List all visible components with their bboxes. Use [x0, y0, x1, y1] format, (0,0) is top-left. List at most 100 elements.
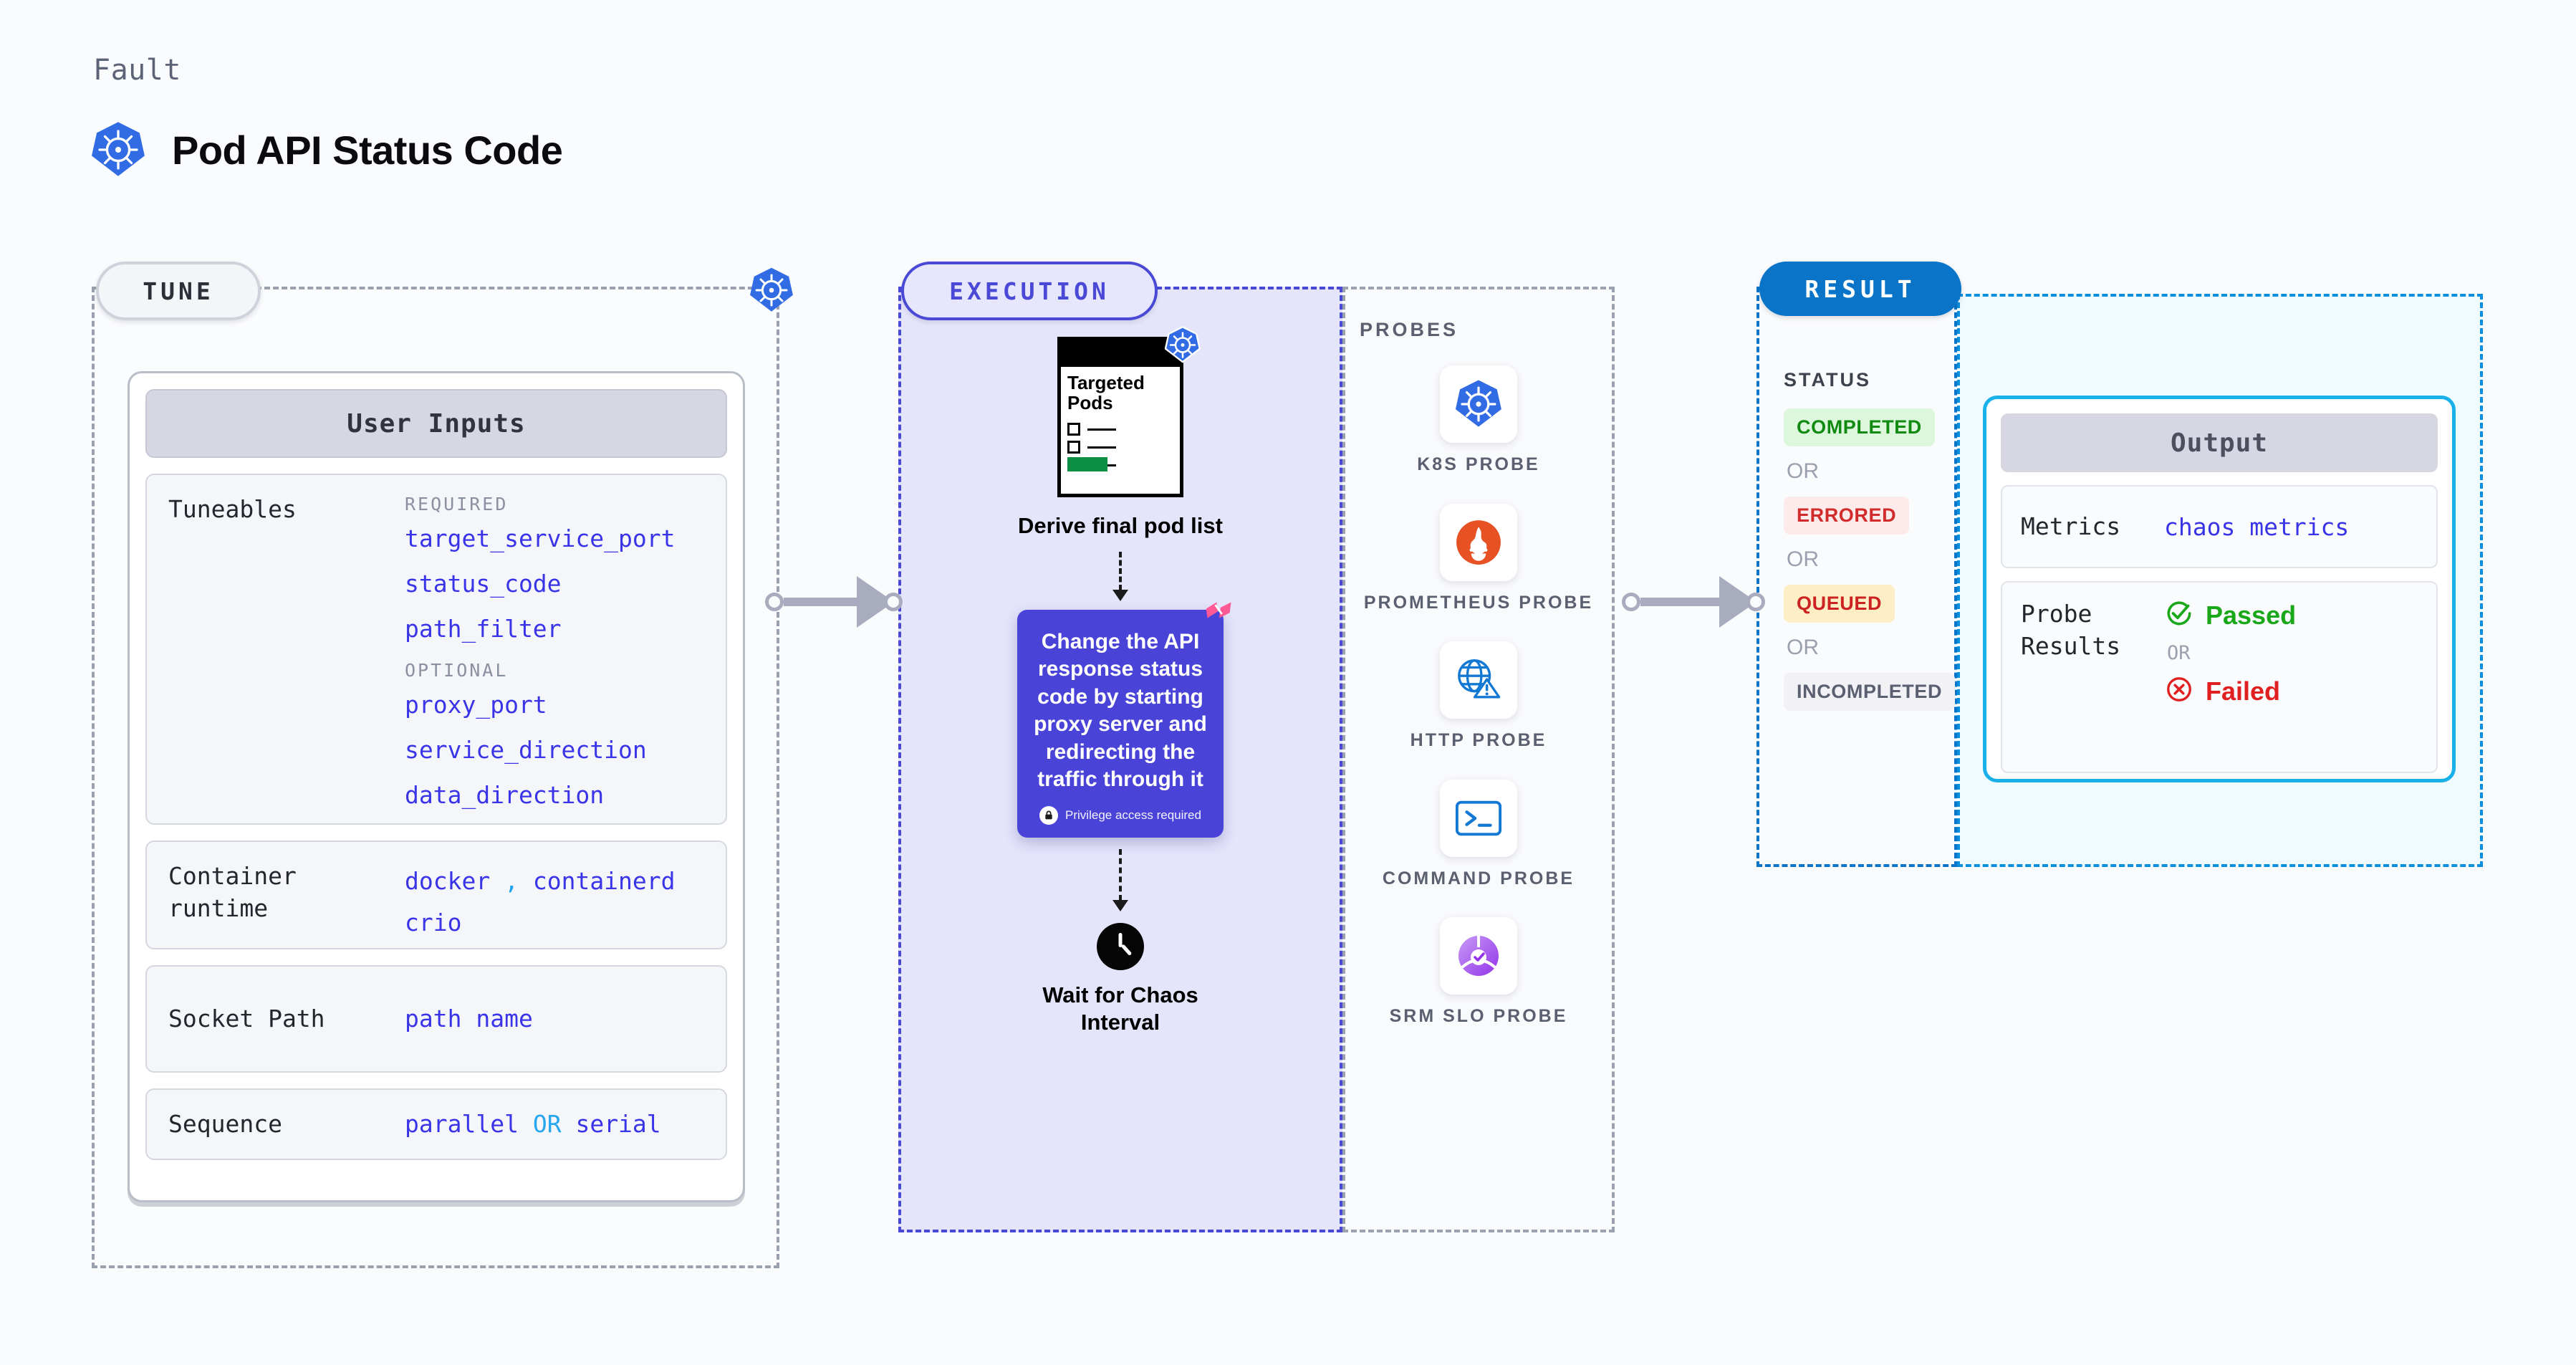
harness-logo-icon [1203, 598, 1235, 633]
result-section-panel [1756, 287, 1957, 867]
probe-k8s[interactable]: K8S PROBE [1417, 365, 1539, 476]
tuneable-path-filter[interactable]: path_filter [405, 615, 562, 643]
status-heading: STATUS [1784, 369, 1871, 391]
srm-slo-icon [1440, 917, 1517, 995]
kubernetes-icon [1439, 365, 1517, 443]
sequence-label: Sequence [168, 1109, 282, 1138]
probes-list: K8S PROBE PROMETHEUS PROBE [1342, 365, 1615, 1028]
status-or-1: OR [1787, 459, 1819, 483]
probe-command[interactable]: COMMAND PROBE [1382, 779, 1575, 891]
socket-path-block: Socket Path path name [145, 965, 727, 1073]
optional-heading: OPTIONAL [405, 660, 509, 681]
tuneable-proxy-port[interactable]: proxy_port [405, 691, 547, 719]
connector-shaft [1640, 598, 1721, 606]
privilege-note-text: Privilege access required [1065, 808, 1201, 823]
x-circle-icon [2164, 674, 2194, 708]
probes-section-panel [1342, 287, 1615, 1232]
kubernetes-boundary-icon [750, 267, 793, 317]
page-title-row: Pod API Status Code [92, 120, 563, 179]
probe-results-or: OR [2167, 642, 2191, 664]
globe-warning-icon [1439, 641, 1517, 719]
wait-for-chaos-interval-caption: Wait for Chaos Interval [1042, 982, 1198, 1035]
sequence-serial[interactable]: serial [575, 1110, 661, 1139]
targeted-pods-document-icon: Targeted Pods [1057, 326, 1201, 497]
tuneables-values: REQUIRED target_service_port status_code… [405, 494, 704, 809]
container-runtime-label: Container runtime [168, 862, 297, 922]
container-runtime-values: docker , containerd crio [405, 861, 704, 937]
connector-end-dot [884, 593, 903, 611]
kubernetes-icon [92, 120, 145, 179]
probe-result-failed: Failed [2164, 674, 2296, 708]
status-or-3: OR [1787, 636, 1819, 659]
connector-start-dot [765, 593, 784, 611]
tuneable-service-direction[interactable]: service_direction [405, 736, 647, 764]
execution-section-pill[interactable]: EXECUTION [901, 262, 1158, 320]
document-header-bar [1057, 337, 1183, 367]
probe-result-passed-label: Passed [2206, 600, 2297, 630]
socket-path-label: Socket Path [168, 1004, 325, 1033]
required-heading: REQUIRED [405, 494, 509, 514]
targeted-pods-title: Targeted Pods [1067, 372, 1145, 414]
container-runtime-block: Container runtime docker , containerd cr… [145, 840, 727, 949]
fault-kicker: Fault [93, 54, 181, 87]
output-title: Output [2001, 413, 2438, 472]
tuneables-label: Tuneables [168, 495, 297, 523]
probe-prometheus[interactable]: PROMETHEUS PROBE [1363, 503, 1594, 615]
probe-label: K8S PROBE [1417, 454, 1540, 474]
tune-section-pill[interactable]: TUNE [96, 262, 261, 320]
metrics-label: Metrics [2021, 512, 2121, 540]
clock-icon [1097, 923, 1144, 971]
tuneable-target-service-port[interactable]: target_service_port [405, 525, 676, 552]
status-badge-incompleted: INCOMPLETED [1784, 673, 1956, 711]
user-inputs-card: User Inputs Tuneables REQUIRED target_se… [128, 371, 745, 1202]
sequence-values: parallel OR serial [405, 1103, 704, 1145]
action-card: Change the API response status code by s… [1017, 602, 1231, 838]
probe-results-label: Probe Results [2021, 600, 2121, 660]
execution-flow: Targeted Pods [898, 326, 1342, 1035]
connector-tune-to-execution [765, 573, 903, 631]
result-section-pill[interactable]: RESULT [1759, 262, 1961, 316]
status-list: COMPLETED OR ERRORED OR QUEUED OR INCOMP… [1784, 408, 1956, 711]
privilege-note: Privilege access required [1033, 806, 1208, 825]
runtime-crio[interactable]: crio [405, 908, 462, 937]
connector-start-dot [1622, 593, 1640, 611]
lock-icon [1039, 806, 1059, 825]
sequence-conjunction: OR [532, 1110, 562, 1139]
runtime-separator: , [504, 867, 519, 895]
sequence-parallel[interactable]: parallel [405, 1110, 519, 1139]
metrics-value[interactable]: chaos metrics [2164, 512, 2350, 541]
probe-label: PROMETHEUS PROBE [1363, 592, 1594, 613]
derive-pod-list-caption: Derive final pod list [1018, 513, 1223, 538]
sequence-block: Sequence parallel OR serial [145, 1088, 727, 1160]
metrics-block: Metrics chaos metrics [2001, 485, 2438, 568]
probes-heading: PROBES [1360, 319, 1459, 340]
tuneable-data-direction[interactable]: data_direction [405, 781, 605, 809]
socket-path-value[interactable]: path name [405, 1005, 533, 1033]
status-or-2: OR [1787, 547, 1819, 571]
status-badge-errored: ERRORED [1784, 497, 1910, 535]
tuneables-block: Tuneables REQUIRED target_service_port s… [145, 474, 727, 825]
user-inputs-title: User Inputs [145, 389, 727, 458]
probe-result-failed-label: Failed [2206, 676, 2281, 706]
action-card-text: Change the API response status code by s… [1034, 630, 1207, 791]
probe-srm-slo[interactable]: SRM SLO PROBE [1390, 917, 1568, 1028]
probe-results-values: Passed OR Failed [2164, 598, 2296, 756]
flow-arrow-down-1 [1112, 552, 1128, 601]
check-circle-icon [2164, 598, 2194, 632]
probe-http[interactable]: HTTP PROBE [1410, 641, 1547, 752]
status-badge-completed: COMPLETED [1784, 408, 1935, 446]
prometheus-icon [1439, 503, 1517, 581]
page-title: Pod API Status Code [172, 127, 563, 173]
probe-label: COMMAND PROBE [1382, 868, 1575, 889]
flow-arrow-down-2 [1112, 849, 1128, 912]
probe-label: SRM SLO PROBE [1389, 1006, 1568, 1026]
probe-label: HTTP PROBE [1410, 730, 1547, 750]
connector-execution-to-result [1622, 573, 1765, 631]
connector-end-dot [1746, 593, 1765, 611]
runtime-containerd[interactable]: containerd [532, 867, 676, 895]
tuneable-status-code[interactable]: status_code [405, 570, 562, 598]
output-card: Output Metrics chaos metrics Probe Resul… [1983, 396, 2456, 782]
document-green-bar [1067, 457, 1107, 471]
runtime-docker[interactable]: docker [405, 867, 491, 895]
